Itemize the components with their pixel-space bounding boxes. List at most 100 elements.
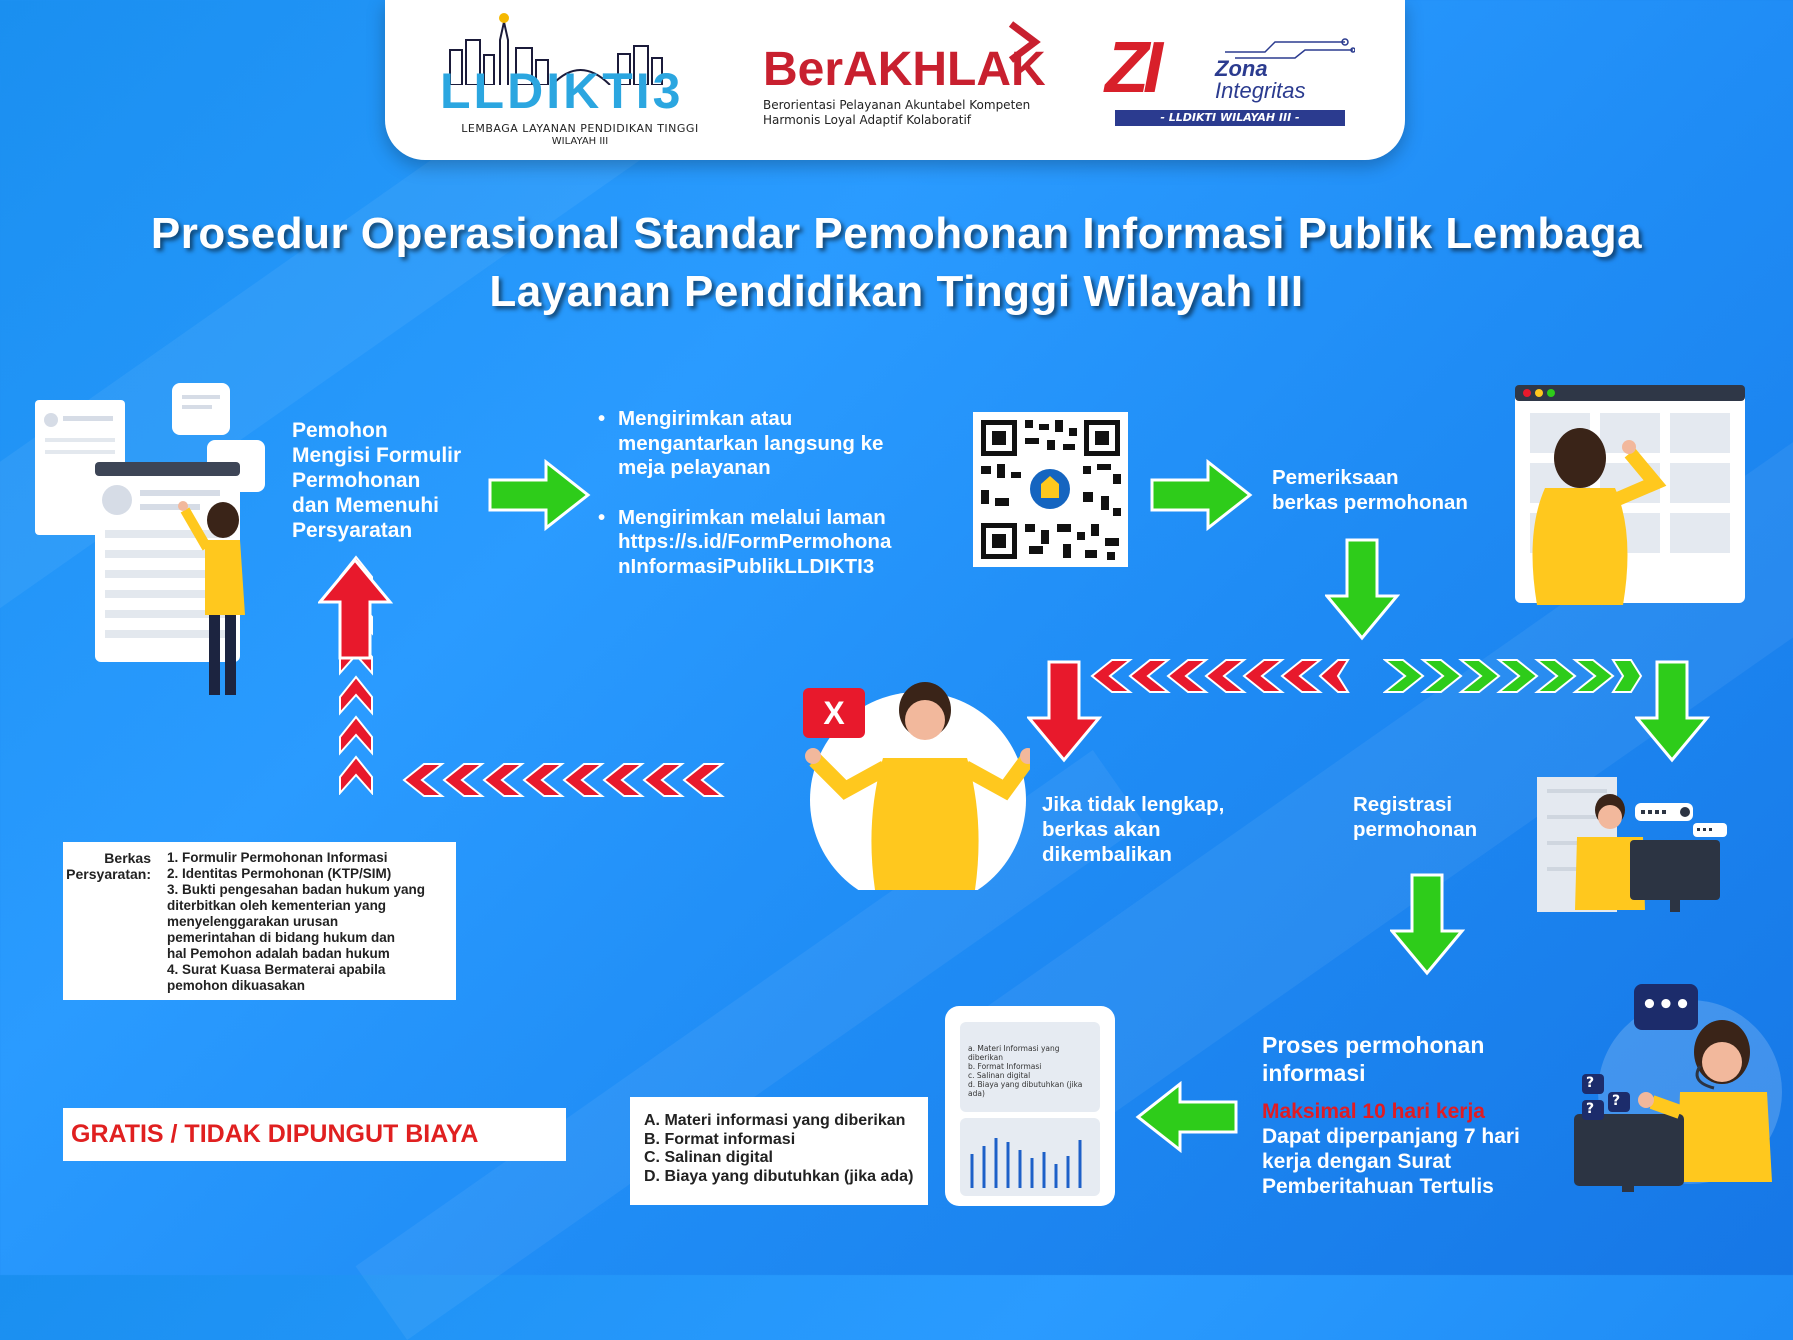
zona-integritas-logo: ZI Zona Integritas - LLDIKTI WILAYAH III… [1105, 28, 1355, 138]
requirement-item-1-line-1: 1. Formulir Permohonan Informasi [167, 850, 388, 865]
qr-code-icon [981, 420, 1121, 560]
clerk-at-computer-icon [1537, 777, 1727, 912]
free-notice-box: GRATIS / TIDAK DIPUNGUT BIAYA [63, 1108, 566, 1161]
zona-word: Zona [1215, 56, 1268, 81]
step-incomplete-text: Jika tidak lengkap, berkas akan dikembal… [1042, 792, 1272, 867]
arrow-right-icon [488, 458, 591, 532]
requirements-label-line-2: Persyaratan: [66, 866, 151, 882]
requirement-item-3-line-5: hal Pemohon adalah badan hukum [167, 946, 390, 961]
process-note-line-2: kerja dengan Surat [1262, 1150, 1452, 1173]
step-check-text: Pemeriksaan berkas permohonan [1272, 465, 1502, 515]
submit-bullet-1-line-2: mengantarkan langsung ke [618, 431, 884, 455]
step-fill-form-text: Pemohon Mengisi Formulir Permohonan dan … [292, 418, 482, 543]
process-deadline: Maksimal 10 hari kerja [1262, 1100, 1485, 1123]
qr-code[interactable] [973, 412, 1128, 567]
chat-bubble: ••• [1634, 984, 1698, 1030]
arrow-down-icon [1390, 873, 1465, 976]
page-title-line-1: Prosedur Operasional Standar Pemohonan I… [150, 209, 1643, 258]
step-incomplete-line-1: Jika tidak lengkap, [1042, 793, 1225, 816]
lldikti-logo: LLDIKTI3 LEMBAGA LAYANAN PENDIDIKAN TING… [440, 10, 720, 147]
zona-caption: - LLDIKTI WILAYAH III - [1115, 110, 1345, 126]
submit-bullet-2: • Mengirimkan melalui laman https://s.id… [598, 506, 958, 580]
step-fill-form-line-2: Mengisi Formulir [292, 444, 462, 467]
step-check-line-2: berkas permohonan [1272, 491, 1468, 514]
submit-bullet-1: • Mengirimkan atau mengantarkan langsung… [598, 407, 958, 481]
arrow-down-icon [1027, 660, 1102, 763]
lldikti-logo-text: LLDIKTI3 [440, 63, 684, 119]
output-item-1: A. Materi informasi yang diberikan [644, 1112, 906, 1129]
lldikti-subtitle: LEMBAGA LAYANAN PENDIDIKAN TINGGI [461, 122, 699, 135]
process-note-line-1: Dapat diperpanjang 7 hari [1262, 1125, 1520, 1148]
requirement-item-4-line-2: pemohon dikuasakan [167, 978, 306, 993]
submit-url-line-1[interactable]: https://s.id/FormPermohona [618, 530, 892, 553]
document-card-item-1: a. Materi Informasi yang diberikan [968, 1044, 1060, 1062]
step-register-text: Registrasi permohonan [1353, 792, 1553, 842]
requirement-item-3-line-4: pemerintahan di bidang hukum dan [167, 930, 396, 945]
output-list-box: A. Materi informasi yang diberikan B. Fo… [630, 1097, 928, 1205]
document-card-item-4: d. Biaya yang dibutuhkan (jika ada) [968, 1080, 1083, 1098]
requirement-item-3-line-1: 3. Bukti pengesahan badan hukum yang [167, 882, 426, 897]
support-agent-illustration: ? ? ? ••• [1572, 982, 1782, 1192]
rejected-badge: X [803, 688, 865, 738]
requirements-label: Berkas Persyaratan: [63, 850, 151, 882]
integritas-word: Integritas [1215, 78, 1306, 103]
requirement-item-3-line-3: menyelenggarakan urusan [167, 914, 339, 929]
step-process-title-line-2: informasi [1262, 1060, 1366, 1086]
lldikti-subtitle-region: WILAYAH III [551, 136, 609, 147]
step-fill-form-line-3: Permohonan [292, 469, 421, 492]
page-title: Prosedur Operasional Standar Pemohonan I… [0, 205, 1793, 321]
step-submit-text: • Mengirimkan atau mengantarkan langsung… [598, 407, 958, 579]
person-shrug-icon [805, 682, 1036, 908]
step-register-line-1: Registrasi [1353, 793, 1453, 816]
output-item-2: B. Format informasi [644, 1130, 796, 1148]
step-incomplete-line-3: dikembalikan [1042, 843, 1172, 866]
submit-bullet-2-line-1: Mengirimkan melalui laman [618, 505, 886, 529]
step-fill-form-line-5: Persyaratan [292, 519, 413, 542]
requirement-item-1: 1. Formulir Permohonan Informasi [167, 850, 452, 866]
document-card: a. Materi Informasi yang diberikan b. Fo… [945, 1006, 1115, 1206]
headset-agent-icon [1574, 1000, 1782, 1192]
document-card-list: a. Materi Informasi yang diberikan b. Fo… [960, 1022, 1100, 1120]
step-incomplete-line-2: berkas akan [1042, 818, 1161, 841]
step-process-text: Proses permohonan informasi Maksimal 10 … [1262, 1031, 1582, 1199]
board-illustration [1505, 383, 1755, 608]
bullet-dot: • [598, 505, 606, 529]
document-card-panel-bottom [960, 1118, 1100, 1196]
requirement-item-4: 4. Surat Kuasa Bermaterai apabila pemoho… [167, 962, 452, 994]
output-item-4: D. Biaya yang dibutuhkan (jika ada) [644, 1167, 914, 1185]
document-card-item-3: c. Salinan digital [968, 1071, 1031, 1080]
step-check-line-1: Pemeriksaan [1272, 466, 1399, 489]
bar-graphic-icon [970, 1138, 1082, 1188]
output-list: A. Materi informasi yang diberikan B. Fo… [630, 1097, 928, 1186]
step-fill-form-line-1: Pemohon [292, 419, 388, 442]
berakhlak-logo: BerAKHLAK Berorientasi Pelayanan Akuntab… [763, 21, 1053, 132]
arrow-down-icon [1325, 538, 1400, 641]
requirements-box: Berkas Persyaratan: 1. Formulir Permohon… [63, 842, 456, 1000]
zi-mark: ZI [1105, 28, 1163, 108]
step-process-title-line-1: Proses permohonan [1262, 1032, 1485, 1058]
arrow-up-icon [318, 557, 393, 660]
submit-bullet-1-line-3: meja pelayanan [618, 456, 771, 479]
berakhlak-wordmark: BerAKHLAK [763, 43, 1046, 96]
registration-illustration [1535, 775, 1730, 915]
free-notice: GRATIS / TIDAK DIPUNGUT BIAYA [71, 1120, 479, 1148]
arrow-right-icon [1150, 458, 1253, 532]
rejected-x-icon: X [823, 695, 845, 731]
page-title-line-2: Layanan Pendidikan Tinggi Wilayah III [489, 267, 1304, 316]
step-register-line-2: permohonan [1353, 818, 1478, 841]
requirement-item-4-line-1: 4. Surat Kuasa Bermaterai apabila [167, 962, 386, 977]
question-icon: ? [1586, 1075, 1595, 1091]
requirement-item-2-line-1: 2. Identitas Permohonan (KTP/SIM) [167, 866, 392, 881]
arrow-down-icon [1635, 660, 1710, 763]
requirement-item-3: 3. Bukti pengesahan badan hukum yang dit… [167, 882, 452, 962]
person-filling-form-icon [35, 383, 265, 695]
question-icon: ? [1612, 1093, 1621, 1109]
chevron-left-icon [1090, 659, 1350, 693]
circuit-lines-icon [1225, 38, 1355, 59]
berakhlak-tagline: Berorientasi Pelayanan Akuntabel Kompete… [763, 98, 1031, 112]
requirement-item-2: 2. Identitas Permohonan (KTP/SIM) [167, 866, 452, 882]
requirement-item-3-line-2: diterbitkan oleh kementerian yang [167, 898, 387, 913]
form-illustration [35, 380, 265, 700]
submit-url-line-2[interactable]: nInformasiPublikLLDIKTI3 [618, 554, 875, 578]
berakhlak-chevron-icon [1008, 21, 1041, 63]
